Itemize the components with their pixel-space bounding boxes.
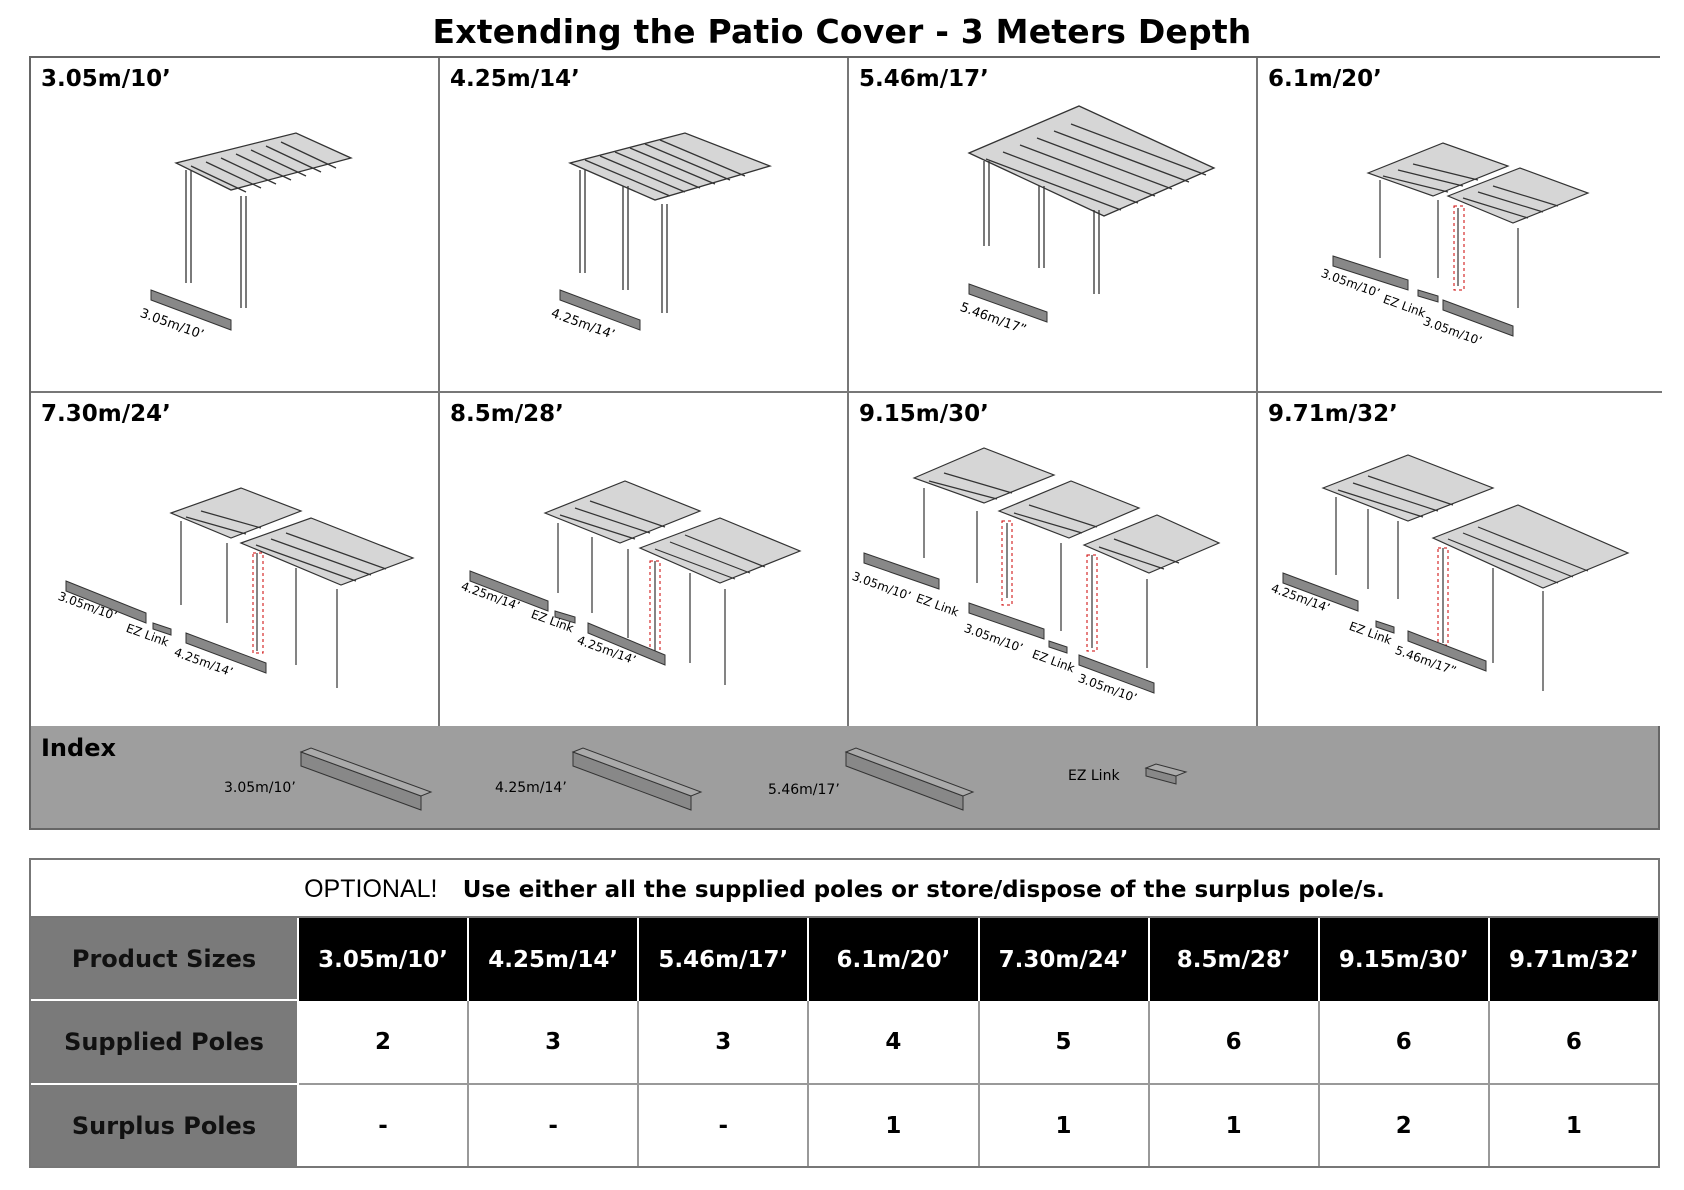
size-cell: 9.71m/32’ [1489,918,1658,1001]
row-header: Supplied Poles [31,1001,299,1085]
supplied-cell: 3 [639,1001,810,1085]
optional-text: Use either all the supplied poles or sto… [462,877,1385,903]
patio-cover-6-1m-drawing [1332,142,1590,337]
panel-label: 3.05m/10’ [41,66,171,92]
panel-label: 4.25m/14’ [450,66,580,92]
row-header: Surplus Poles [31,1085,299,1166]
index-label: 5.46m/17’ [768,782,840,798]
size-cell: 3.05m/10’ [299,918,470,1001]
surplus-cell: 1 [1489,1085,1658,1166]
optional-label: OPTIONAL! [304,875,438,903]
patio-cover-7-30m-drawing [65,487,415,688]
surplus-cell: - [469,1085,640,1166]
surplus-cell: 1 [809,1085,980,1166]
index-label: 3.05m/10’ [224,780,296,796]
page-title: Extending the Patio Cover - 3 Meters Dep… [432,12,1252,51]
size-cell: 4.25m/14’ [469,918,640,1001]
size-cell: 6.1m/20’ [809,918,980,1001]
panel-8-5m: 8.5m/28’ 4.25m/14’ EZ Link 4.25m/14’ [440,393,849,726]
optional-note: OPTIONAL! Use either all the supplied po… [31,860,1658,918]
patio-cover-9-15m-drawing [863,447,1221,694]
panel-7-30m: 7.30m/24’ 3.05m/10’ EZ Link 4.25m/14’ [31,393,440,726]
patio-cover-9-71m-drawing [1282,454,1630,691]
supplied-cell: 2 [299,1001,470,1085]
surplus-cell: - [639,1085,810,1166]
patio-cover-8-5m-drawing [469,480,802,685]
index-legend: Index 3.05m/10’ 4.25m/14’ 5.46m/17’ EZ L… [29,726,1660,830]
panel-label: 9.71m/32’ [1268,401,1398,427]
index-title: Index [41,734,116,762]
supplied-cell: 5 [979,1001,1150,1085]
panel-label: 7.30m/24’ [41,401,171,427]
panel-3-05m: 3.05m/10’ 3.05m/10’ [31,58,440,393]
supplied-cell: 3 [469,1001,640,1085]
panel-9-15m: 9.15m/30’ 3.05m/10’ EZ Link 3.05m/10’ [849,393,1258,726]
size-cell: 7.30m/24’ [979,918,1150,1001]
panel-6-1m: 6.1m/20’ 3.05m/10’ EZ Link 3.05m/10’ [1258,58,1662,393]
surplus-cell: - [299,1085,470,1166]
surplus-cell: 1 [1149,1085,1320,1166]
index-label: 4.25m/14’ [495,780,567,796]
supplied-cell: 6 [1319,1001,1490,1085]
panel-label: 8.5m/28’ [450,401,564,427]
size-cell: 5.46m/17’ [639,918,810,1001]
panel-5-46m: 5.46m/17’ 5.46m/17” [849,58,1258,393]
supplied-cell: 4 [809,1001,980,1085]
supplied-poles-row: Supplied Poles 2 3 3 4 5 6 6 6 [31,1001,1658,1085]
index-label: EZ Link [1068,768,1120,784]
patio-cover-4-25m-drawing [559,132,773,331]
panel-label: 5.46m/17’ [859,66,989,92]
patio-cover-3-05m-drawing [150,132,353,331]
surplus-poles-row: Surplus Poles - - - 1 1 1 2 1 [31,1085,1658,1166]
supplied-cell: 6 [1149,1001,1320,1085]
supplied-cell: 6 [1489,1001,1658,1085]
panel-label: 9.15m/30’ [859,401,989,427]
row-header: Product Sizes [31,918,299,1001]
size-cell: 8.5m/28’ [1149,918,1320,1001]
illustration-grid: 3.05m/10’ 3.05m/10’ 4.25m/14’ [29,56,1662,726]
surplus-cell: 2 [1319,1085,1490,1166]
surplus-cell: 1 [979,1085,1150,1166]
poles-table: OPTIONAL! Use either all the supplied po… [29,858,1660,1168]
index-parts-drawing [299,747,1188,811]
product-sizes-row: Product Sizes 3.05m/10’ 4.25m/14’ 5.46m/… [31,918,1658,1001]
panel-9-71m: 9.71m/32’ 4.25m/14’ EZ Link 5.46m/17” [1258,393,1662,726]
patio-cover-5-46m-drawing [967,105,1216,323]
panel-4-25m: 4.25m/14’ 4.25m/14’ [440,58,849,393]
panel-label: 6.1m/20’ [1268,66,1382,92]
size-cell: 9.15m/30’ [1319,918,1490,1001]
